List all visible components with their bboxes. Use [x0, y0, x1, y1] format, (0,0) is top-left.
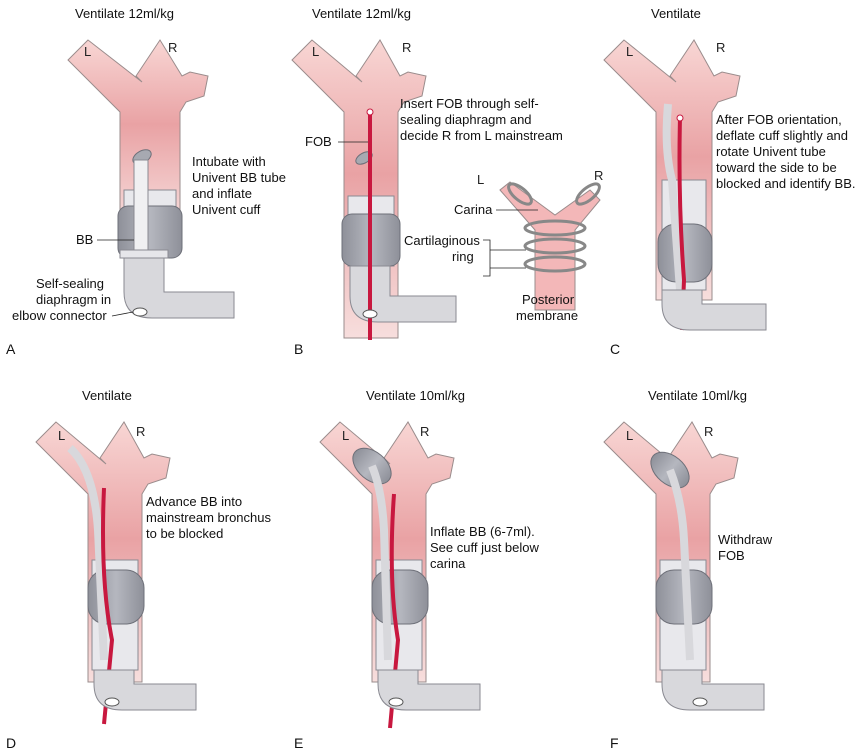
panel-a-bb-channel — [133, 159, 149, 257]
panel-b-fob-label: FOB — [305, 134, 332, 149]
panel-a: Ventilate 12ml/kg L R Intubate with Univ… — [6, 6, 290, 357]
panel-f-elbow — [661, 669, 765, 711]
panel-b: Ventilate 12ml/kg L R FOB Insert FOB thr… — [291, 6, 603, 357]
panel-e-diaphragm — [388, 697, 404, 707]
panel-f-right-label: R — [704, 424, 713, 439]
inset-membrane-label: Posterior membrane — [516, 292, 578, 323]
panel-a-letter: A — [6, 341, 16, 357]
panel-b-inset: L R Carina Cartilaginous ring Posterior … — [404, 168, 603, 323]
panel-a-right-label: R — [168, 40, 177, 55]
panel-e-elbow — [377, 669, 481, 711]
panel-d-letter: D — [6, 735, 16, 751]
panel-e-cuff — [371, 569, 429, 625]
panel-e-bb — [368, 464, 392, 661]
panel-a-note: Intubate with Univent BB tube and inflat… — [192, 154, 290, 217]
inset-carina-label: Carina — [454, 202, 493, 217]
panel-a-diaphragm — [132, 307, 148, 317]
panel-b-elbow — [349, 265, 457, 323]
panel-c-letter: C — [610, 341, 620, 357]
panel-f: Ventilate 10ml/kg L R Withdraw FOB F — [603, 388, 776, 751]
inset-ring-left — [507, 182, 533, 206]
panel-c-elbow — [661, 289, 767, 331]
panel-a-title: Ventilate 12ml/kg — [75, 6, 174, 21]
panel-d-right-label: R — [136, 424, 145, 439]
panel-b-fob-tip — [366, 108, 374, 116]
panel-c-note: After FOB orientation, deflate cuff slig… — [716, 112, 855, 191]
inset-left-label: L — [477, 172, 484, 187]
panel-e-note: Inflate BB (6-7ml). See cuff just below … — [430, 524, 543, 571]
panel-d: Ventilate L R Advance BB into mainstream… — [6, 388, 275, 751]
inset-ring-3 — [523, 255, 587, 273]
panel-e-title: Ventilate 10ml/kg — [366, 388, 465, 403]
panel-d-bb — [67, 445, 108, 661]
panel-d-elbow — [93, 669, 197, 711]
panel-f-letter: F — [610, 735, 619, 751]
inset-ring-1 — [523, 219, 587, 237]
panel-f-diaphragm — [692, 697, 708, 707]
panel-f-left-label: L — [626, 428, 633, 443]
panel-e-fob — [388, 493, 401, 729]
panel-b-diaphragm — [362, 309, 378, 319]
inset-ring-2 — [523, 237, 587, 255]
panel-e-left-label: L — [342, 428, 349, 443]
panel-c-fob — [677, 117, 687, 331]
panel-d-diaphragm — [104, 697, 120, 707]
panel-b-note: Insert FOB through self- sealing diaphra… — [400, 96, 563, 143]
inset-right-label: R — [594, 168, 603, 183]
panel-a-diaphragm-label: Self-sealing diaphragm in elbow connecto… — [12, 276, 115, 323]
panel-e-right-label: R — [420, 424, 429, 439]
panel-d-left-label: L — [58, 428, 65, 443]
panel-b-title: Ventilate 12ml/kg — [312, 6, 411, 21]
panel-a-diaphragm-leader — [111, 311, 134, 317]
panel-a-left-label: L — [84, 44, 91, 59]
panel-e: Ventilate 10ml/kg L R Inflate BB (6-7ml)… — [294, 388, 543, 751]
panel-f-note: Withdraw FOB — [718, 532, 776, 563]
panel-b-left-label: L — [312, 44, 319, 59]
inset-ring-label: Cartilaginous ring — [404, 233, 484, 264]
panel-d-title: Ventilate — [82, 388, 132, 403]
panel-a-airway — [67, 39, 209, 229]
panel-e-letter: E — [294, 735, 303, 751]
inset-ring-right — [575, 182, 601, 206]
panel-c-fob-tip — [676, 114, 684, 122]
panel-c-right-label: R — [716, 40, 725, 55]
panel-b-right-label: R — [402, 40, 411, 55]
panel-f-bb — [666, 468, 694, 661]
panel-d-fob — [101, 487, 115, 725]
panel-c-left-label: L — [626, 44, 633, 59]
panel-a-bb-label: BB — [76, 232, 93, 247]
panel-d-note: Advance BB into mainstream bronchus to b… — [146, 494, 275, 541]
panel-b-letter: B — [294, 341, 303, 357]
panel-c-title: Ventilate — [651, 6, 701, 21]
panel-c: Ventilate L R After FOB orientation, def… — [603, 6, 855, 357]
panel-f-title: Ventilate 10ml/kg — [648, 388, 747, 403]
inset-ring-leader — [483, 239, 526, 277]
panel-c-bb — [662, 103, 684, 291]
panel-a-adapter — [119, 249, 169, 259]
